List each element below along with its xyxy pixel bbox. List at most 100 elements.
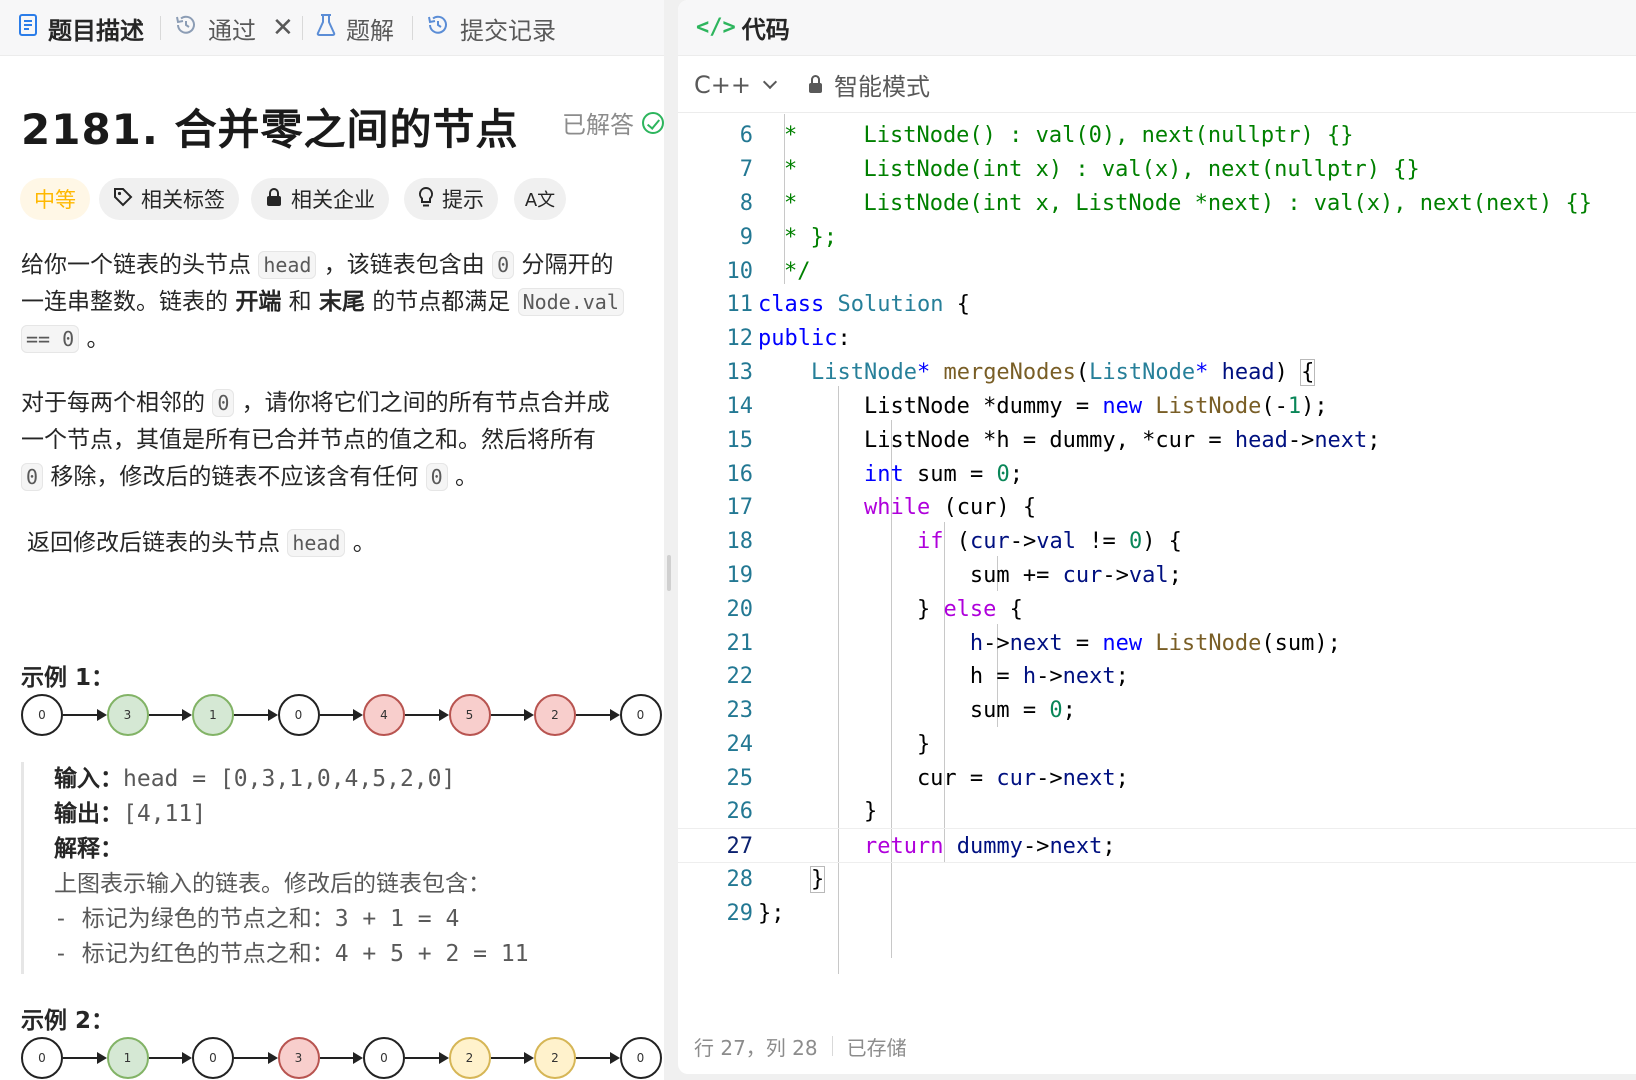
- code-line: 26 }: [726, 799, 878, 824]
- description-paragraph-2: 对于每两个相邻的 0 ，请你将它们之间的所有节点合并成 一个节点，其值是所有已合…: [21, 389, 610, 491]
- related-tags-button[interactable]: 相关标签: [99, 178, 239, 220]
- related-companies-button[interactable]: 相关企业: [251, 178, 389, 220]
- code-line: 22 h = h->next;: [726, 664, 1129, 689]
- example-1-explanation-line: 上图表示输入的链表。修改后的链表包含：: [54, 871, 491, 897]
- code-line: 19 sum += cur->val;: [726, 563, 1182, 588]
- code-line: 25 cur = cur->next;: [726, 766, 1129, 791]
- list-node: 1: [106, 1037, 149, 1079]
- panel-resize-handle[interactable]: [664, 0, 676, 1080]
- language-label: C++: [694, 70, 751, 99]
- list-arrow: [405, 1052, 448, 1064]
- list-node: 5: [448, 694, 491, 736]
- list-node: 1: [192, 694, 234, 736]
- code-line: 28 }: [726, 866, 826, 893]
- code-line-current: 27 return dummy->next;: [678, 828, 1636, 863]
- tab-solutions-label: 题解: [346, 16, 394, 45]
- example-1-output: 输出：[4,11]: [54, 801, 207, 827]
- code-line: 29};: [726, 901, 785, 926]
- list-node: 4: [363, 694, 405, 736]
- code-line: 20 } else {: [726, 597, 1023, 622]
- list-node: 3: [106, 694, 149, 736]
- indent-guide: [997, 624, 998, 727]
- hint-label: 提示: [442, 188, 484, 212]
- tab-solutions[interactable]: 题解: [316, 0, 394, 56]
- code-line: 10*/: [726, 259, 811, 284]
- list-node: 0: [21, 694, 63, 736]
- list-arrow: [319, 1052, 363, 1064]
- list-arrow: [148, 709, 192, 721]
- description-paragraph-3: 返回修改后链表的头节点 head 。: [27, 529, 376, 557]
- code-line: 9* };: [739, 225, 837, 250]
- editor-toolbar: C++ 智能模式: [678, 57, 1636, 113]
- history-icon: [426, 13, 450, 43]
- code-line: 8* ListNode(int x, ListNode *next) : val…: [739, 191, 1592, 216]
- code-line: 24 }: [726, 732, 931, 757]
- editor-status-bar: 行 27，列 28 已存储: [678, 1018, 1636, 1074]
- tab-submissions[interactable]: 提交记录: [426, 0, 556, 56]
- code-line: 17 while (cur) {: [726, 495, 1037, 520]
- code-icon: </>: [696, 15, 736, 40]
- list-arrow: [576, 709, 619, 721]
- translate-icon: A文: [524, 190, 556, 211]
- indent-guide: [944, 522, 945, 862]
- code-line: 14 ListNode *dummy = new ListNode(-1);: [726, 394, 1328, 419]
- list-node: 0: [21, 1037, 63, 1079]
- list-arrow: [576, 1052, 619, 1064]
- language-select[interactable]: C++: [694, 70, 778, 99]
- list-arrow: [405, 709, 448, 721]
- hint-button[interactable]: 提示: [404, 178, 498, 220]
- code-line: 13 ListNode* mergeNodes(ListNode* head) …: [726, 359, 1316, 386]
- example-1-title: 示例 1：: [21, 665, 115, 691]
- list-node: 2: [534, 694, 576, 736]
- code-line: 16 int sum = 0;: [726, 462, 1023, 487]
- tab-accepted[interactable]: 通过 ✕: [174, 0, 294, 56]
- code-line: 21 h->next = new ListNode(sum);: [726, 631, 1341, 656]
- list-node: 2: [534, 1037, 576, 1079]
- lock-icon: [265, 187, 283, 212]
- lock-icon: [808, 74, 822, 93]
- tab-description[interactable]: 题目描述: [18, 0, 144, 56]
- indent-guide: [784, 114, 785, 284]
- list-arrow: [319, 709, 363, 721]
- code-editor[interactable]: 6* ListNode() : val(0), next(nullptr) {}…: [678, 114, 1636, 974]
- translate-button[interactable]: A文: [514, 178, 566, 220]
- list-node: 3: [277, 1037, 320, 1079]
- history-icon: [174, 13, 198, 43]
- description-icon: [18, 13, 38, 43]
- status-separator: [831, 1036, 833, 1056]
- example-1-explanation-line: - 标记为红色的节点之和：4 + 5 + 2 = 11: [54, 941, 529, 967]
- lightbulb-icon: [418, 186, 434, 213]
- example-1-explanation-line: - 标记为绿色的节点之和：3 + 1 = 4: [54, 906, 460, 932]
- solved-status: 已解答: [562, 105, 664, 140]
- check-circle-icon: [642, 111, 664, 134]
- code-line: 23 sum = 0;: [726, 698, 1076, 723]
- list-node: 0: [192, 1037, 234, 1079]
- difficulty-label: 中等: [34, 188, 76, 212]
- list-arrow: [63, 709, 106, 721]
- tab-separator: [302, 16, 303, 40]
- example-1-explanation-label: 解释：: [54, 836, 123, 862]
- list-node: 0: [619, 1037, 662, 1079]
- list-node: 0: [277, 694, 320, 736]
- example-2-title: 示例 2：: [21, 1008, 115, 1034]
- difficulty-badge[interactable]: 中等: [20, 178, 90, 220]
- tab-separator: [412, 16, 413, 40]
- list-node: 0: [363, 1037, 405, 1079]
- tab-separator: [160, 16, 161, 40]
- related-tags-label: 相关标签: [141, 188, 225, 212]
- smart-mode-label[interactable]: 智能模式: [833, 73, 930, 101]
- example-1-diagram: 0 3 1 0 4 5 2 0: [0, 690, 664, 740]
- code-panel-header: </> 代码: [678, 0, 1636, 56]
- tab-accepted-label: 通过: [208, 16, 256, 45]
- list-node: 0: [619, 694, 662, 736]
- cursor-position: 行 27，列 28: [694, 1035, 818, 1060]
- list-arrow: [63, 1052, 106, 1064]
- close-icon[interactable]: ✕: [272, 13, 294, 43]
- resize-grip[interactable]: [667, 555, 671, 591]
- code-panel-title: 代码: [741, 16, 790, 44]
- indent-guide: [997, 556, 998, 591]
- code-panel: </> 代码 C++ 智能模式 6* ListNode() : val(0), …: [678, 0, 1636, 1074]
